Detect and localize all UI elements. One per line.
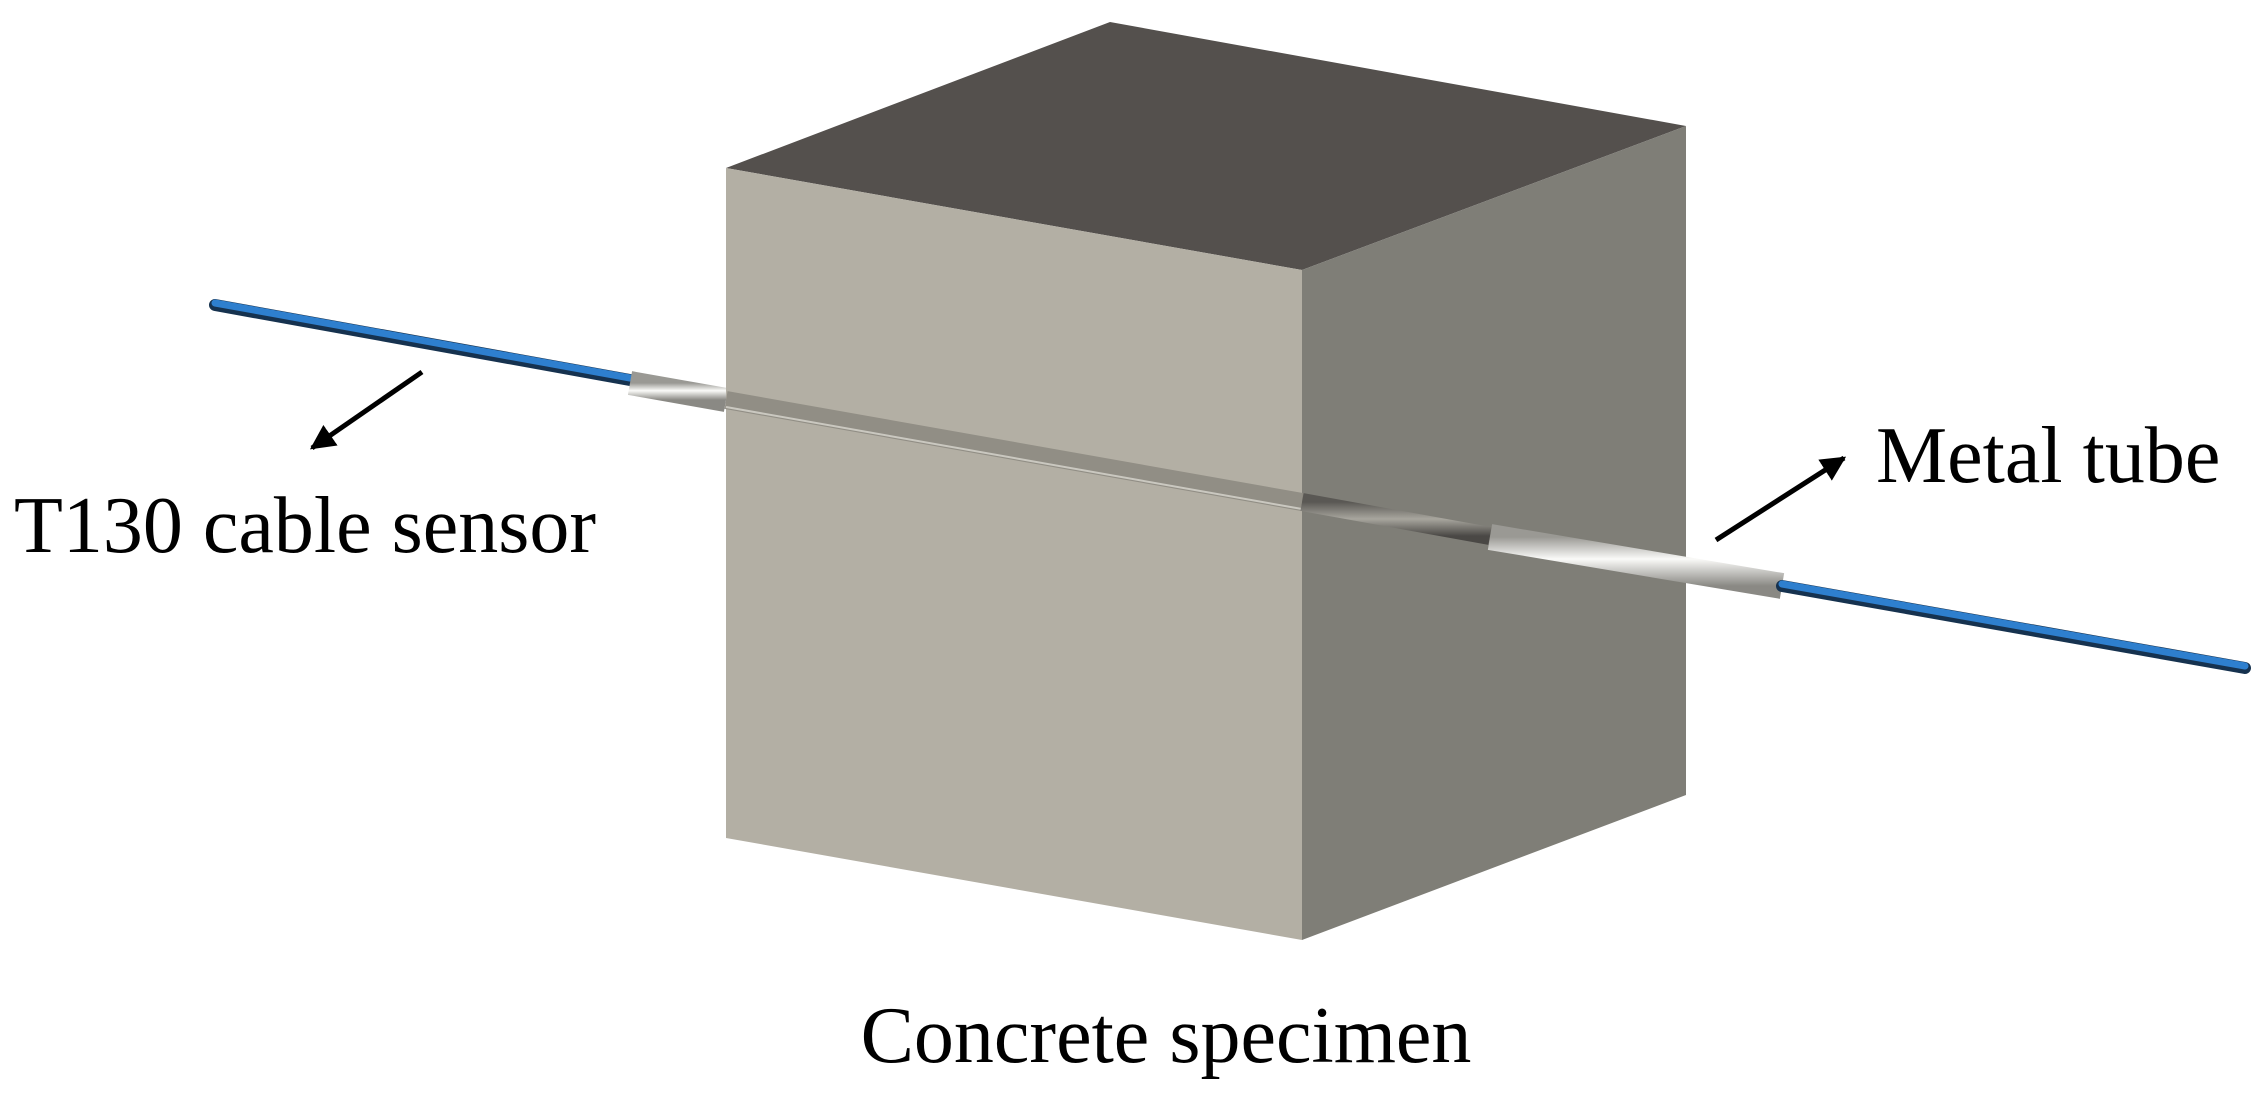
cable-right [1776, 580, 2251, 674]
label-cable-sensor: T130 cable sensor [14, 482, 596, 570]
label-metal-tube: Metal tube [1876, 412, 2220, 500]
metal-tube-arrow [1714, 455, 1847, 543]
metal-tube-left [627, 371, 729, 412]
metal-tube-embedded [724, 391, 1492, 545]
cube-front-face [726, 168, 1302, 940]
cable-sensor-arrow [309, 369, 424, 451]
label-concrete-specimen: Concrete specimen [861, 992, 1472, 1080]
cable-left [209, 299, 636, 386]
cube-top-face [726, 22, 1686, 270]
metal-tube-right [1487, 524, 1785, 599]
